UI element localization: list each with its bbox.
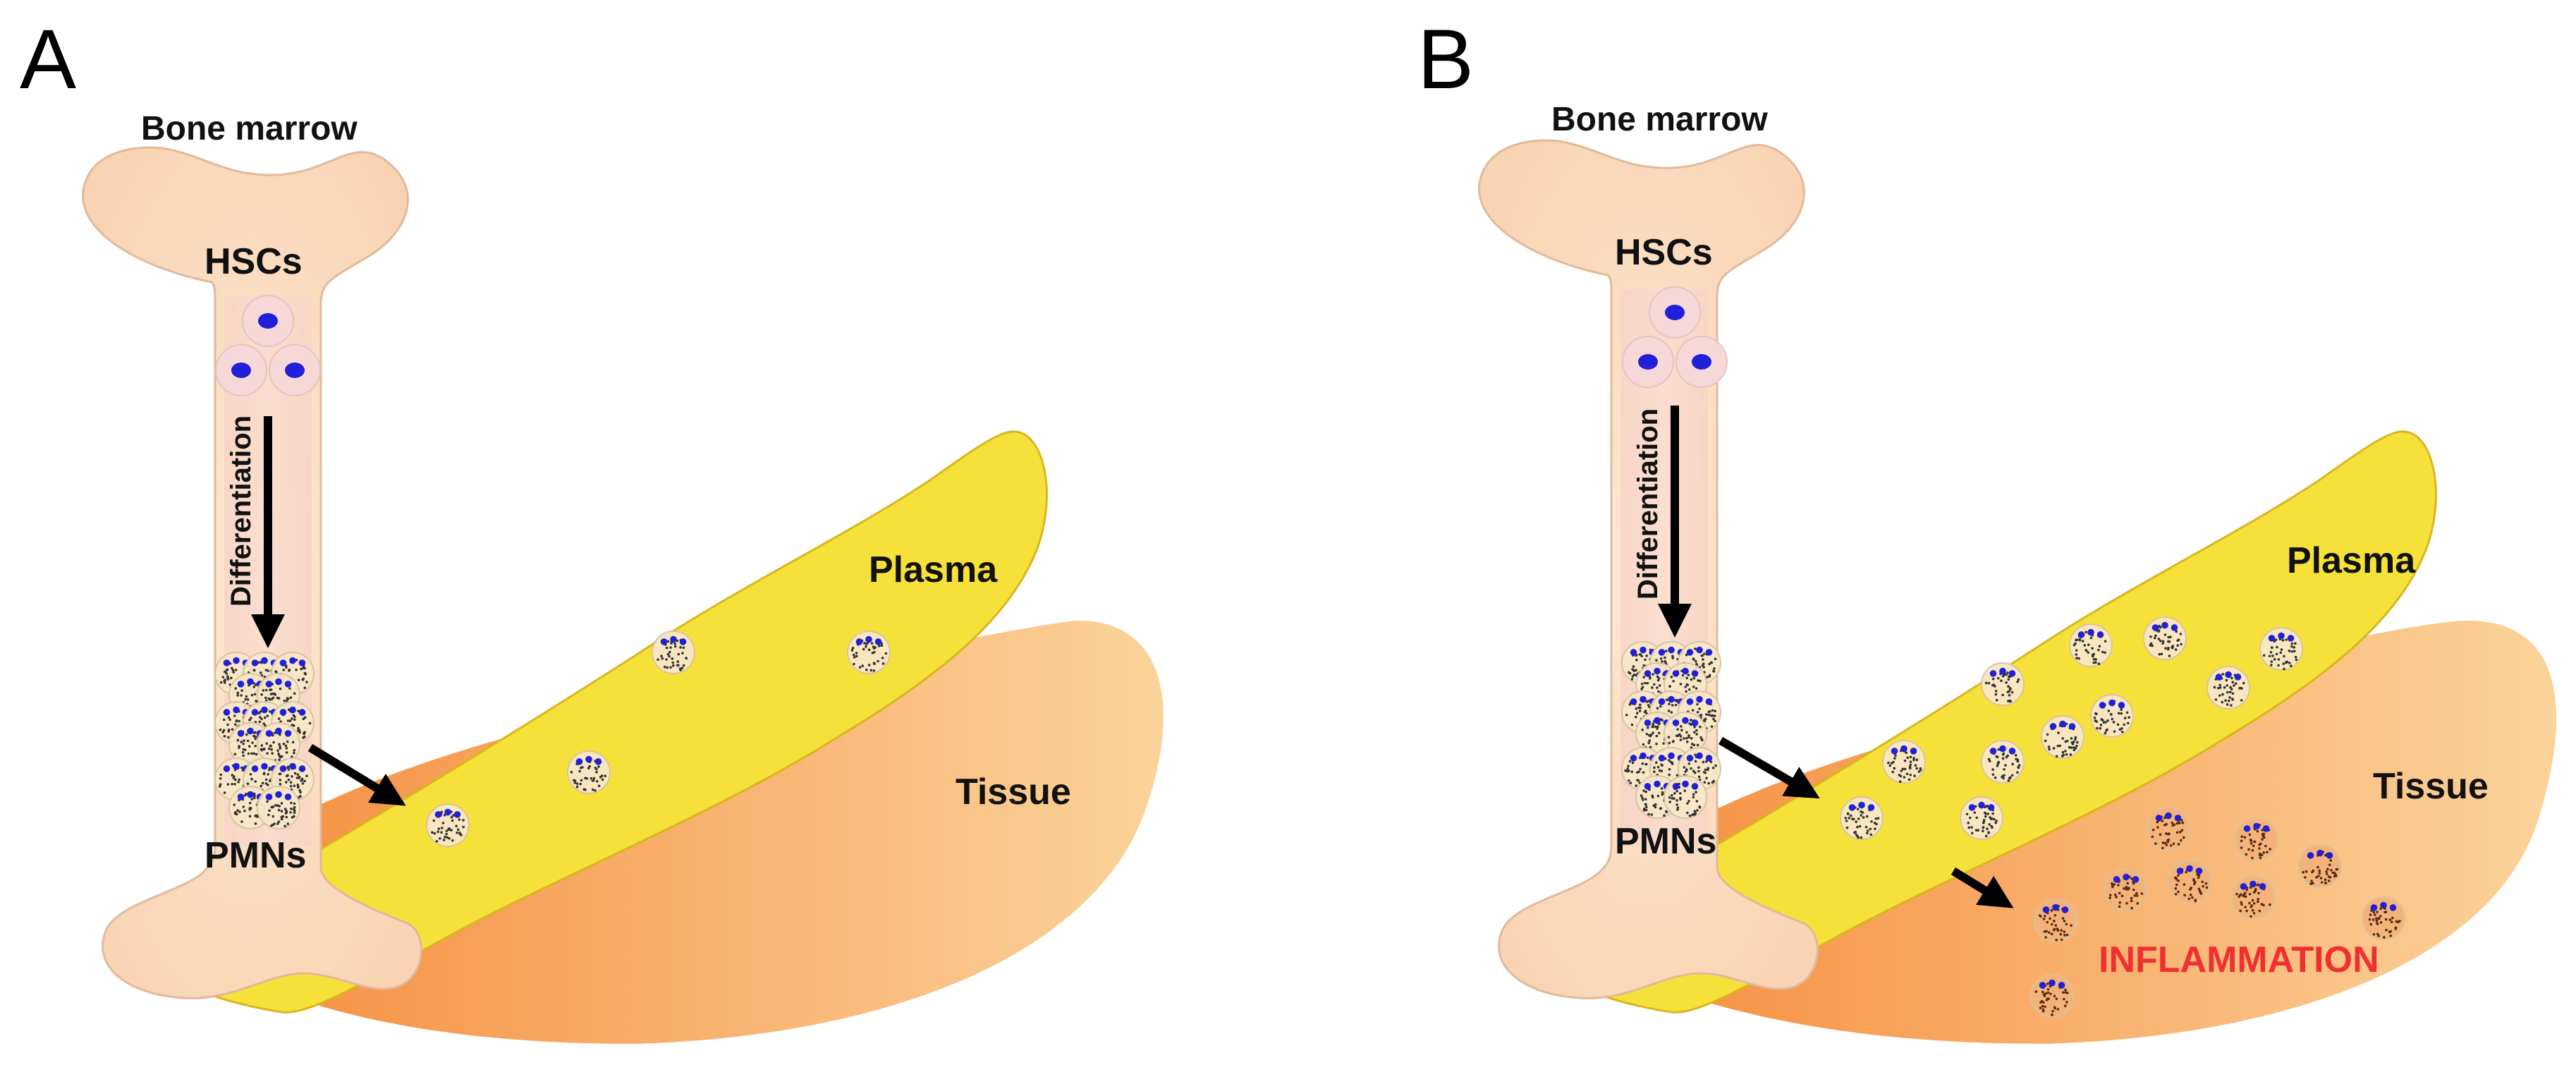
pmn-cell [2231, 875, 2275, 919]
pmn-cell [2298, 844, 2342, 888]
pmn-cell [2041, 715, 2084, 759]
tissue-pmns [2030, 807, 2405, 1018]
plasma-label: Plasma [869, 549, 998, 590]
hsc-cell [215, 344, 267, 396]
hsc-cell [1675, 336, 1728, 388]
pmn-cell [1664, 712, 1707, 755]
pmn-cell [2034, 899, 2077, 942]
panel-letter-a: A [20, 12, 76, 107]
pmn-cell [2206, 666, 2250, 710]
pmn-cell [1981, 740, 2025, 784]
pmn-cell [2362, 896, 2405, 940]
pmn-cell [2259, 627, 2303, 671]
panel-b: B Bone marrow HSCs Differentiation PMNs … [1417, 12, 2557, 1044]
differentiation-label: Differentiation [226, 415, 257, 607]
panel-a: A Bone marrow HSCs Differentiation PMNs … [20, 12, 1164, 1044]
pmn-cell [567, 750, 611, 794]
hsc-cluster [1622, 286, 1728, 388]
hscs-label: HSCs [205, 241, 303, 282]
pmn-cell [2090, 694, 2134, 738]
circulating-pmns [426, 631, 891, 847]
bone-marrow-label: Bone marrow [141, 110, 358, 147]
tissue-label: Tissue [956, 772, 1071, 813]
plasma-label: Plasma [2287, 540, 2416, 581]
migration-arrow [1718, 736, 1820, 799]
pmn-cell [257, 722, 300, 766]
pmn-cell [847, 631, 891, 674]
hsc-cluster [215, 295, 321, 396]
hsc-cell [242, 295, 294, 347]
pmn-cell [1960, 796, 2003, 840]
pmn-cluster [1621, 641, 1721, 819]
pmn-cell [2235, 817, 2278, 861]
migration-arrow [307, 743, 406, 806]
bone-marrow-label: Bone marrow [1551, 101, 1768, 138]
pmn-cell [2069, 623, 2113, 667]
pmn-cell [2168, 860, 2211, 903]
pmn-cell [1664, 775, 1707, 819]
tissue-label: Tissue [2373, 766, 2489, 807]
pmn-cell [426, 803, 470, 847]
hscs-label: HSCs [1615, 232, 1713, 273]
pmn-cell [652, 631, 695, 674]
pmn-cell [2104, 868, 2148, 912]
pmns-label: PMNs [205, 835, 306, 876]
hsc-cell [1622, 336, 1674, 388]
pmn-cell [1882, 740, 1926, 784]
extravasation-arrow [1951, 867, 2014, 908]
inflammation-label: INFLAMMATION [2099, 939, 2379, 980]
pmn-cell [2030, 974, 2074, 1018]
pmn-cell [257, 786, 300, 829]
circulating-pmns [1840, 616, 2303, 840]
panel-letter-b: B [1417, 12, 1474, 107]
hsc-cell [269, 344, 321, 396]
hsc-cell [1649, 286, 1701, 339]
differentiation-label: Differentiation [1632, 408, 1664, 600]
pmn-cluster [214, 652, 315, 829]
pmn-cell [2143, 616, 2187, 660]
pmn-cell [2147, 807, 2190, 851]
pmn-cell [1840, 796, 1884, 840]
pmn-cell [1981, 662, 2025, 706]
pmns-label: PMNs [1615, 821, 1716, 862]
